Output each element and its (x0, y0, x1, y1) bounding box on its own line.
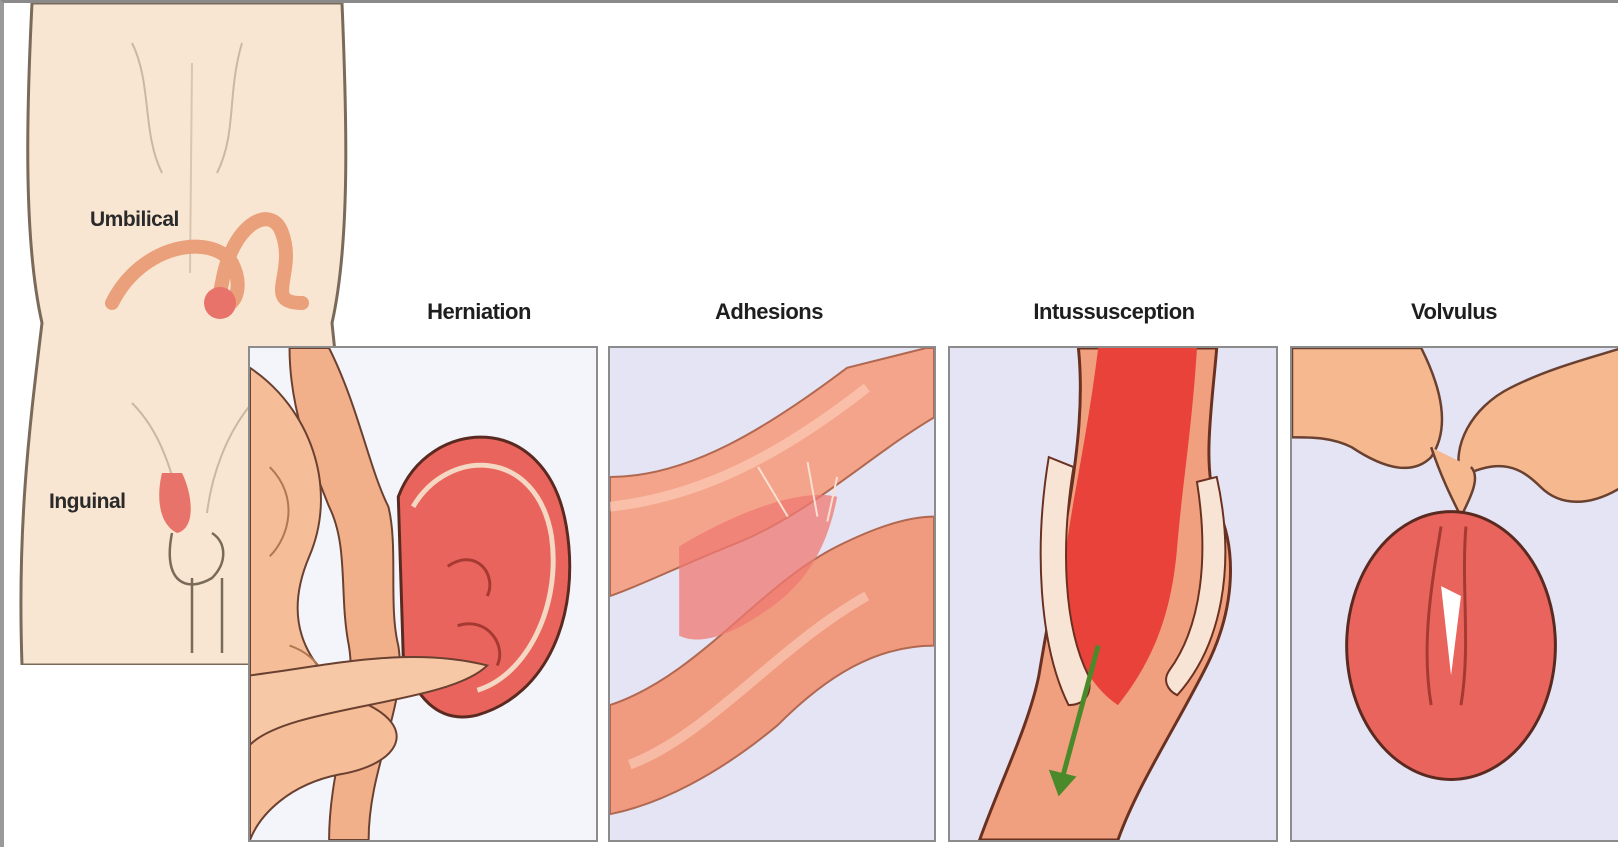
herniation-svg (250, 348, 596, 840)
title-volvulus: Volvulus (1344, 299, 1564, 325)
panel-intussusception (948, 346, 1278, 842)
panel-herniation (248, 346, 598, 842)
umbilical-hernia-sac (204, 287, 236, 319)
panel-adhesions (608, 346, 936, 842)
adhesions-svg (610, 348, 934, 840)
title-herniation: Herniation (364, 299, 594, 325)
label-inguinal: Inguinal (49, 490, 126, 514)
title-adhesions: Adhesions (654, 299, 884, 325)
label-umbilical: Umbilical (90, 208, 179, 232)
volvulus-svg (1292, 348, 1618, 840)
panel-volvulus (1290, 346, 1618, 842)
title-intussusception: Intussusception (989, 299, 1239, 325)
intussusception-svg (950, 348, 1276, 840)
